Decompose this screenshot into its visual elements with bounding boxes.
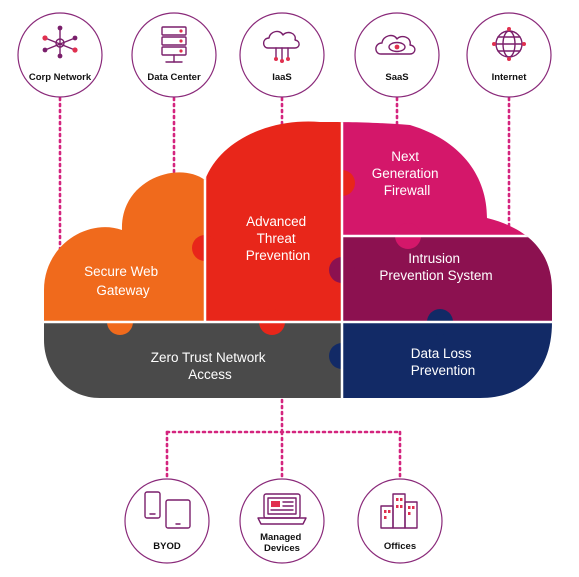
puzzle-piece-zero-trust-network-access [44, 322, 342, 398]
bottom-connectors [165, 398, 402, 482]
label-next-generation-firewall: Next Generation Firewall [372, 149, 443, 198]
label-intrusion-prevention-system: Intrusion Prevention System [379, 251, 492, 283]
bottom-node-byod: BYOD [124, 478, 210, 564]
bottom-node-offices: Offices [357, 478, 443, 564]
top-node-data-center: Data Center [131, 12, 217, 98]
server-rack-icon [161, 26, 187, 63]
label-zero-trust-network-access: Zero Trust Network Access [151, 350, 270, 382]
puzzle-piece-data-loss-prevention [342, 322, 552, 398]
buildings-icon [380, 493, 418, 529]
label-data-loss-prevention: Data Loss Prevention [411, 346, 476, 378]
label-internet: Internet [492, 72, 528, 83]
top-node-iaas: IaaS [239, 12, 325, 98]
cloud-circuit-icon [262, 30, 300, 63]
top-node-internet: Internet [466, 12, 552, 98]
globe-icon [492, 27, 526, 61]
label-managed-devices: Managed Devices [260, 532, 304, 554]
network-nodes-icon [42, 25, 78, 59]
label-saas: SaaS [385, 72, 408, 83]
label-byod: BYOD [153, 541, 181, 552]
bottom-node-managed-devices: Managed Devices [239, 478, 325, 564]
cloud-eye-icon [375, 34, 416, 55]
label-advanced-threat-prevention: Advanced Threat Prevention [246, 214, 311, 263]
label-data-center: Data Center [147, 72, 201, 83]
label-secure-web-gateway: Secure Web Gateway [84, 264, 162, 298]
mobile-tablet-icon [144, 491, 191, 529]
puzzle-piece-advanced-threat-prevention [205, 121, 342, 322]
puzzle-piece-intrusion-prevention-system [342, 236, 552, 322]
label-corp-network: Corp Network [29, 72, 92, 83]
label-iaas: IaaS [272, 72, 292, 83]
cloud-puzzle [44, 121, 552, 398]
label-offices: Offices [384, 541, 416, 552]
laptop-icon [257, 493, 307, 525]
top-node-corp-network: Corp Network [17, 12, 103, 98]
top-node-saas: SaaS [354, 12, 440, 98]
